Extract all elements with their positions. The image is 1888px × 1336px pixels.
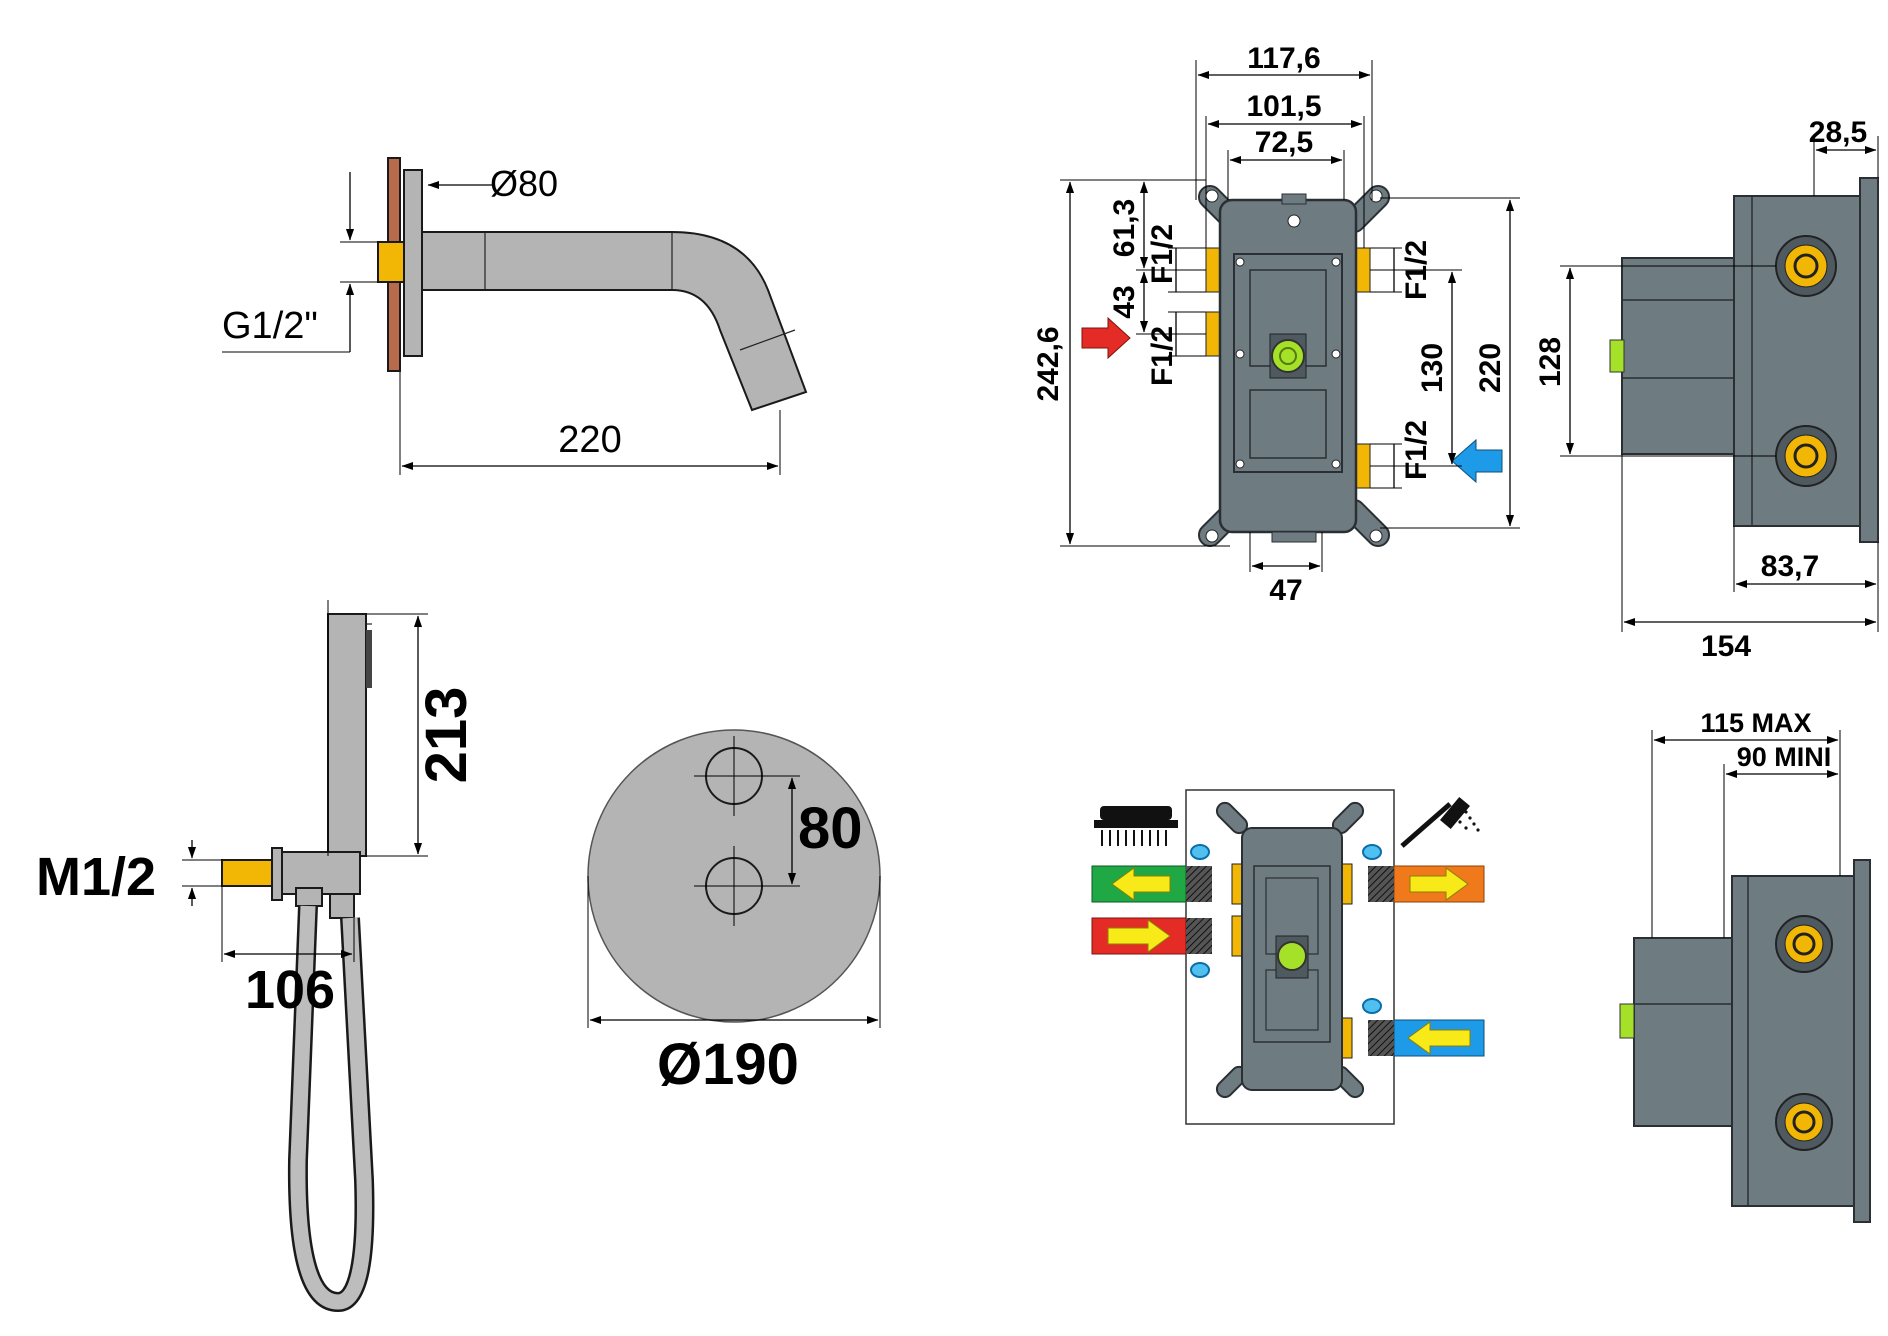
- cold-inlet-arrow: [1451, 438, 1503, 484]
- valve-height-total-label: 242,6: [1032, 326, 1065, 401]
- install-side-cover: [1633, 937, 1733, 1127]
- install-max-label: 115 MAX: [1700, 708, 1811, 738]
- side-cover: [1621, 257, 1735, 455]
- hand-shower-height-label: 213: [414, 687, 479, 784]
- port-bottom-right-label: F1/2: [1400, 420, 1433, 480]
- shower-head-icon: [1094, 806, 1178, 846]
- valve-width-outer-label: 117,6: [1247, 42, 1320, 75]
- mini-port-bl: [1231, 915, 1243, 957]
- plate-view: 80 Ø190: [587, 729, 881, 1097]
- valve-bottom-width-label: 47: [1269, 574, 1302, 607]
- shower-head: [327, 613, 367, 857]
- plate-diameter-label: Ø190: [657, 1032, 799, 1097]
- valve-side-install-view: 115 MAX 90 MINI: [1619, 708, 1871, 1223]
- brass-connector: [377, 241, 405, 283]
- spout-length-label: 220: [558, 419, 621, 461]
- valve-port-spacing-label: 130: [1416, 343, 1449, 393]
- side-flange: [1859, 177, 1879, 543]
- install-min-label: 90 MINI: [1737, 742, 1832, 772]
- side-flange-label: 28,5: [1809, 116, 1867, 149]
- valve-front-view: 117,6 101,5 72,5 242,6 61,3 43 F1/2 F1/2…: [1032, 42, 1520, 607]
- hand-shower-thread-label: M1/2: [36, 847, 156, 907]
- valve-width-mid-label: 101,5: [1246, 90, 1321, 123]
- valve-height-body-label: 220: [1474, 343, 1507, 393]
- hand-shower-icon: [1400, 797, 1480, 848]
- spout-body: [421, 231, 808, 412]
- spout-diameter-label: Ø80: [490, 163, 558, 204]
- side-port-spacing-label: 128: [1534, 337, 1567, 387]
- valve-width-inner-label: 72,5: [1255, 126, 1313, 159]
- port-bottom-left-label: F1/2: [1146, 326, 1179, 386]
- holder-plate: [271, 847, 283, 901]
- valve-port-gap-label: 43: [1108, 285, 1141, 318]
- spout-view: Ø80 G1/2" 220: [222, 157, 808, 475]
- port-bottom-right: [1355, 443, 1371, 489]
- hand-shower-brass-connector: [221, 859, 273, 887]
- side-total-depth-label: 154: [1701, 630, 1751, 663]
- hand-shower-view: 213 M1/2 106: [36, 600, 479, 1313]
- side-green-tab: [1609, 339, 1625, 373]
- install-diagram: [1091, 789, 1485, 1125]
- mini-port-tr: [1341, 863, 1353, 905]
- port-top-left-label: F1/2: [1146, 224, 1179, 284]
- plate-spacing-label: 80: [798, 796, 863, 861]
- valve-plate: [1233, 253, 1343, 473]
- install-side-green-tab: [1619, 1003, 1635, 1039]
- mini-port-tl: [1231, 863, 1243, 905]
- mini-cartridge-knob: [1277, 941, 1307, 971]
- cartridge-knob: [1271, 339, 1305, 373]
- teflon-tape-icon: [1190, 844, 1382, 1014]
- port-top-right: [1355, 247, 1371, 293]
- port-bottom-left: [1205, 311, 1221, 357]
- spout-flange: [403, 169, 423, 357]
- hand-shower-depth-label: 106: [245, 960, 335, 1020]
- valve-side-view: 28,5 128 83,7 154: [1534, 116, 1879, 663]
- install-side-flange: [1853, 859, 1871, 1223]
- spout-thread-label: G1/2": [222, 305, 318, 347]
- side-body-depth-label: 83,7: [1761, 550, 1819, 583]
- hot-inlet-arrow: [1081, 316, 1131, 360]
- valve-top-offset-label: 61,3: [1108, 199, 1141, 257]
- mini-port-br: [1341, 1017, 1353, 1059]
- port-top-left: [1205, 247, 1221, 293]
